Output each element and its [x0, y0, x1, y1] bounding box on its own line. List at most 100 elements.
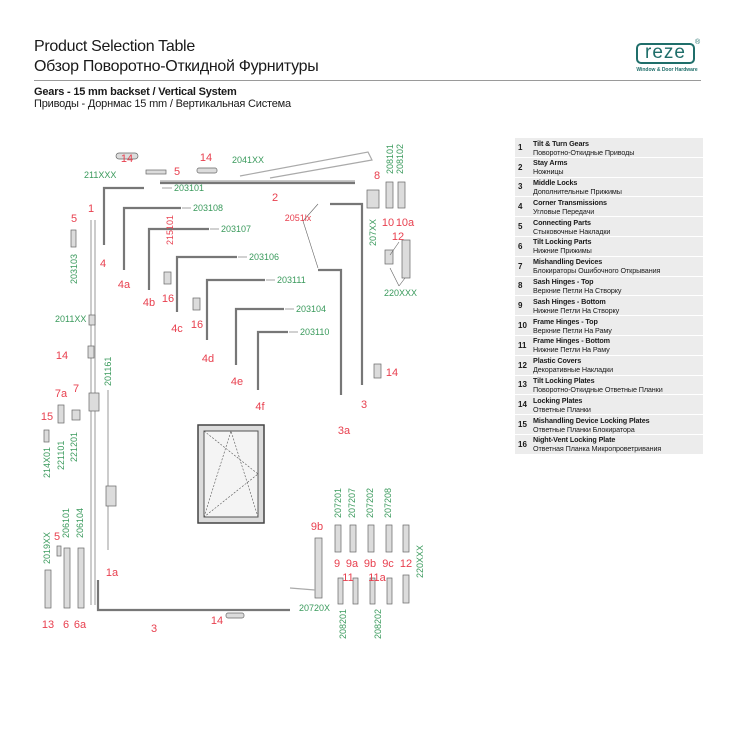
callout: 215101	[165, 215, 175, 245]
gear-part	[88, 314, 96, 326]
callout: 5	[71, 213, 77, 225]
subtitle-ru: Приводы - Дорнмас 15 mm / Вертикальная С…	[34, 98, 291, 110]
connecting-part	[56, 545, 62, 557]
part-number-callouts: 14 5 14 2 1 5 4 4a 4b 16 4c 16 4d 4e 4f …	[41, 152, 415, 635]
legend-number: 15	[518, 420, 527, 430]
locking-plate	[373, 363, 382, 379]
article-code: 203103	[69, 254, 79, 284]
callout: 9	[334, 558, 340, 570]
legend-row: 1 Tilt & Turn Gears Поворотно-Откидные П…	[515, 138, 703, 158]
legend-label-en: Locking Plates	[533, 395, 583, 405]
article-code: 203106	[249, 252, 279, 262]
callout: 5	[54, 531, 60, 543]
callout: 11a	[368, 572, 386, 584]
article-code: 206101	[61, 508, 71, 538]
legend-row: 12 Plastic Covers Декоративные Накладки	[515, 355, 703, 376]
article-code: 2041XX	[232, 155, 264, 165]
legend-row: 8 Sash Hinges - Top Верхние Петли На Ств…	[515, 276, 703, 297]
legend-row: 5 Connecting Parts Стыковочные Накладки	[515, 217, 703, 237]
article-code: 203108	[193, 203, 223, 213]
article-code: 208102	[395, 144, 405, 174]
tilt-locking-part-6a	[77, 547, 85, 609]
legend-label-en: Connecting Parts	[533, 217, 591, 227]
article-code: 207208	[383, 488, 393, 518]
gearbox	[88, 392, 100, 412]
article-code: 221201	[69, 432, 79, 462]
legend-label-en: Middle Locks	[533, 178, 578, 188]
article-code: 203111	[277, 275, 306, 285]
callout: 6	[63, 619, 69, 631]
legend-row: 6 Tilt Locking Parts Нижние Прижимы	[515, 236, 703, 257]
callout: 4e	[231, 376, 243, 388]
callout: 1a	[106, 567, 119, 579]
page-title-en: Product Selection Table	[34, 38, 195, 55]
article-code: 20720X	[299, 603, 330, 613]
legend-label-ru: Нижние Петли На Створку	[533, 305, 620, 315]
frame-hinge-bottom	[352, 577, 359, 605]
frame-hinge-bottom-11a	[386, 577, 393, 605]
legend-number: 2	[518, 162, 523, 172]
article-code: 201161	[103, 357, 113, 386]
legend-number: 9	[518, 301, 523, 311]
callout: 9c	[382, 558, 394, 570]
callout: 4c	[171, 323, 183, 335]
hinge-arm	[289, 587, 316, 591]
article-code: 203110	[300, 327, 329, 337]
legend-row: 7 Mishandling Devices Блокираторы Ошибоч…	[515, 256, 703, 277]
tilt-turn-window-icon	[197, 424, 265, 524]
locking-plate	[225, 612, 245, 619]
corner-transmission-4c	[175, 255, 237, 312]
article-code: 208202	[373, 609, 383, 639]
middle-lock-3	[330, 202, 364, 385]
article-code: 2019XX	[42, 532, 52, 564]
mishandling-plate	[43, 429, 50, 443]
callout: 10	[382, 217, 394, 229]
callout: 3	[361, 399, 367, 411]
page-title-ru: Обзор Поворотно-Откидной Фурнитуры	[34, 58, 319, 75]
callout: 10a	[396, 217, 415, 229]
legend-label-ru: Стыковочные Накладки	[533, 226, 611, 236]
sash-hinge-9a	[349, 524, 357, 553]
article-codes: 211XXX 2041XX 203101 203108 203107 20310…	[42, 144, 425, 639]
article-code: 203101	[174, 183, 204, 193]
legend-number: 6	[518, 241, 523, 251]
legend-label-en: Mishandling Devices	[533, 257, 603, 267]
locking-plate	[196, 167, 218, 174]
locking-plate	[115, 152, 139, 160]
mishandling-device-7a	[57, 404, 65, 424]
legend-label-ru: Дополнительные Прижимы	[533, 187, 622, 197]
legend-row: 3 Middle Locks Дополнительные Прижимы	[515, 177, 703, 198]
legend-number: 11	[518, 340, 527, 350]
corner-transmission-4b	[147, 227, 209, 290]
article-code: 208201	[338, 609, 348, 639]
callout: 2051lx	[285, 213, 312, 223]
legend-label-en: Mishandling Device Locking Plates	[533, 415, 650, 425]
locking-plate	[87, 345, 95, 359]
legend-row: 13 Tilt Locking Plates Поворотно-Откидны…	[515, 375, 703, 396]
callout: 4	[100, 258, 106, 270]
article-code: 2011XX	[55, 314, 86, 324]
legend-table: 1 Tilt & Turn Gears Поворотно-Откидные П…	[515, 138, 703, 455]
plastic-cover	[402, 574, 410, 604]
connecting-part	[145, 169, 167, 175]
legend-label-en: Frame Hinges - Bottom	[533, 336, 610, 346]
legend-label-en: Corner Transmissions	[533, 197, 607, 207]
callout: 9b	[364, 558, 376, 570]
article-code: 221101	[56, 441, 66, 470]
legend-label-en: Night-Vent Locking Plate	[533, 435, 616, 445]
article-code: 207207	[347, 488, 357, 518]
gearbox	[105, 485, 117, 507]
legend-label-ru: Декоративные Накладки	[533, 365, 614, 375]
callout: 4d	[202, 353, 214, 365]
legend-label-ru: Нижние Прижимы	[533, 246, 592, 256]
legend-label-ru: Верхние Петли На Раму	[533, 325, 612, 335]
legend-number: 8	[518, 281, 523, 291]
legend-label-ru: Ножницы	[533, 167, 564, 177]
corner-transmission-4a	[122, 206, 181, 270]
logo: reze ® Window & Door Hardware	[632, 39, 704, 76]
legend-label-en: Frame Hinges - Top	[533, 316, 598, 326]
corner-transmission-4	[102, 186, 144, 245]
article-code: 206104	[75, 508, 85, 538]
callout: 14	[386, 367, 398, 379]
sash-hinge-bottom	[314, 537, 323, 599]
